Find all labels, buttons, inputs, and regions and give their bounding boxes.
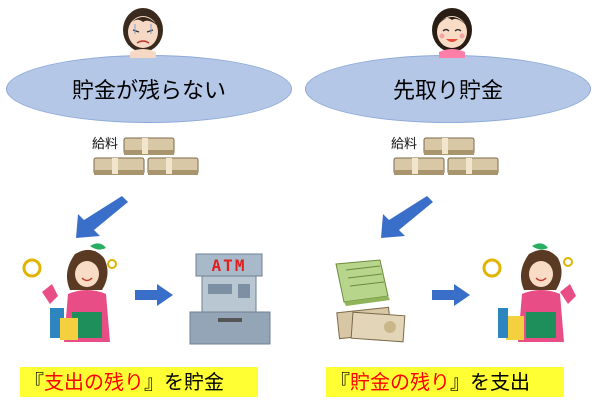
left-salary-label: 給料 xyxy=(92,137,119,152)
left-title-ellipse: 貯金が残らない xyxy=(6,55,292,123)
left-money-bundles-icon xyxy=(93,137,199,175)
left-down-arrow-icon xyxy=(76,196,128,238)
right-caption-open: 『 xyxy=(330,370,350,394)
right-salary-label: 給料 xyxy=(391,137,418,152)
left-right-arrow-icon xyxy=(135,284,173,306)
smiling-woman-icon xyxy=(432,8,472,58)
right-right-arrow-icon xyxy=(432,284,470,306)
right-caption-close: 』を支出 xyxy=(450,370,530,394)
passbook-and-bills-icon xyxy=(335,259,406,343)
atm-machine: ATM xyxy=(188,252,272,346)
worried-woman-icon xyxy=(123,8,163,58)
left-caption-open: 『 xyxy=(24,370,44,394)
right-title: 先取り貯金 xyxy=(392,79,503,104)
right-title-ellipse: 先取り貯金 xyxy=(305,55,591,123)
right-caption-highlight: 貯金の残り xyxy=(350,370,450,394)
left-caption-close: 』を貯金 xyxy=(144,370,224,394)
right-down-arrow-icon xyxy=(381,196,433,238)
right-money-bundles-icon xyxy=(393,137,499,175)
atm-label: ATM xyxy=(211,256,247,275)
left-caption: 『支出の残り』を貯金 xyxy=(20,367,258,397)
right-shopping-woman-icon xyxy=(482,243,576,342)
left-shopping-woman-icon xyxy=(22,243,117,342)
right-caption: 『貯金の残り』を支出 xyxy=(326,367,564,397)
left-title: 貯金が残らない xyxy=(71,79,226,104)
left-caption-highlight: 支出の残り xyxy=(44,370,144,394)
